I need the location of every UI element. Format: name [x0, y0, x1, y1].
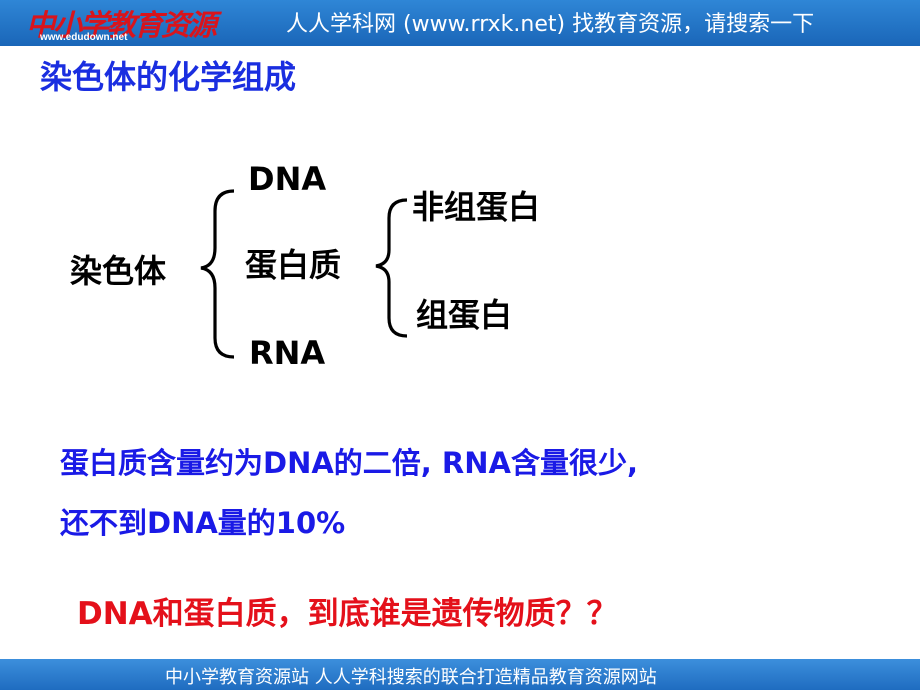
diagram-histone: 组蛋白 — [416, 296, 513, 334]
diagram-child-dna: DNA — [248, 160, 327, 198]
slide-title: 染色体的化学组成 — [40, 58, 297, 96]
diagram-nonhistone: 非组蛋白 — [412, 188, 541, 226]
note-line-1: 蛋白质含量约为DNA的二倍, RNA含量很少, — [60, 446, 638, 480]
site-logo[interactable]: 中小学教育资源 — [26, 8, 217, 42]
footer-text: 中小学教育资源站 人人学科搜索的联合打造精品教育资源网站 — [165, 667, 657, 688]
note-line-2: 还不到DNA量的10% — [60, 506, 346, 540]
header-banner: 中小学教育资源 www.edudown.net 人人学科网 (www.rrxk.… — [0, 0, 920, 46]
left-brace — [200, 189, 235, 359]
question-text: DNA和蛋白质，到底谁是遗传物质？？ — [77, 596, 618, 632]
right-brace — [375, 198, 408, 338]
footer-banner: 中小学教育资源站 人人学科搜索的联合打造精品教育资源网站 — [0, 659, 920, 690]
site-logo-url[interactable]: www.edudown.net — [40, 32, 128, 43]
header-slogan: 人人学科网 (www.rrxk.net) 找教育资源，请搜索一下 — [286, 12, 815, 37]
diagram-child-protein: 蛋白质 — [245, 246, 342, 284]
diagram-child-rna: RNA — [249, 334, 326, 372]
diagram-root: 染色体 — [70, 252, 167, 290]
